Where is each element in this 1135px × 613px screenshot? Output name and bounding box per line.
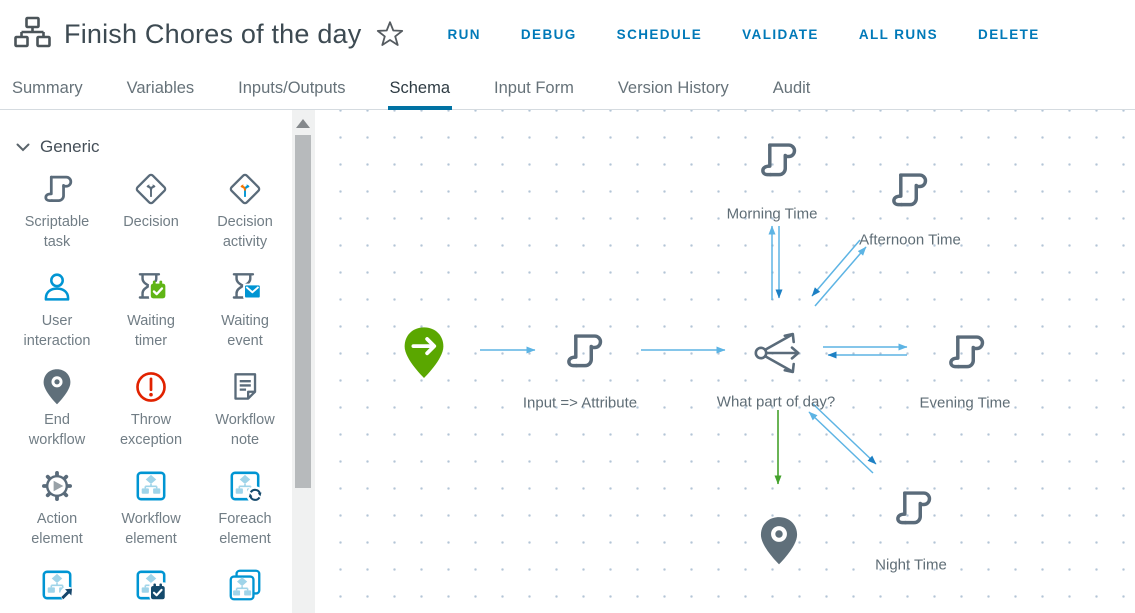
schedule-button[interactable]: SCHEDULE	[616, 26, 703, 42]
run-button[interactable]: RUN	[447, 26, 481, 42]
scrollbar-thumb[interactable]	[295, 135, 311, 488]
tab-schema[interactable]: Schema	[387, 68, 453, 110]
end-workflow-icon	[758, 515, 800, 567]
node-morning-time[interactable]	[753, 134, 801, 186]
decision-icon	[135, 173, 167, 205]
tab-audit[interactable]: Audit	[772, 79, 811, 97]
delete-button[interactable]: DELETE	[978, 26, 1040, 42]
node-input-attribute[interactable]	[559, 325, 607, 377]
chevron-down-icon	[16, 143, 30, 151]
scriptable-task-icon	[753, 134, 801, 186]
start-icon	[402, 326, 447, 381]
scriptable-task-icon	[559, 325, 607, 377]
palette-item-asynchronous-workflow[interactable]	[10, 566, 104, 613]
node-night-time[interactable]	[888, 482, 936, 534]
waiting-event-icon	[232, 273, 262, 300]
asynchronous-workflow-icon	[38, 566, 75, 602]
palette-item-end-workflow[interactable]: End workflow	[10, 368, 104, 467]
tab-input-form[interactable]: Input Form	[494, 79, 574, 97]
page-title: Finish Chores of the day	[64, 18, 362, 49]
waiting-timer-icon	[138, 273, 168, 301]
node-end[interactable]	[758, 515, 800, 567]
foreach-element-icon	[226, 467, 264, 504]
palette-section-generic[interactable]: Generic	[16, 136, 292, 158]
throw-exception-icon	[136, 372, 166, 402]
all-runs-button[interactable]: ALL RUNS	[858, 26, 939, 42]
workflow-note-icon	[234, 373, 257, 400]
validate-button[interactable]: VALIDATE	[742, 26, 819, 42]
edge-afternoon-return[interactable]	[811, 239, 861, 297]
palette-item-workflow-element[interactable]: Workflow element	[104, 467, 198, 566]
workflow-icon	[14, 16, 51, 48]
node-label-input-attribute[interactable]: Input => Attribute	[522, 394, 638, 412]
header: Finish Chores of the day RUN DEBUG SCHED…	[0, 0, 1135, 68]
edge-switch-to-night[interactable]	[811, 402, 877, 465]
element-palette: Generic Scriptable task Decision	[0, 110, 292, 613]
header-actions: RUN DEBUG SCHEDULE VALIDATE ALL RUNS DEL…	[447, 27, 1039, 42]
palette-item-foreach-element[interactable]: Foreach element	[198, 467, 292, 566]
scriptable-task-icon	[38, 170, 76, 208]
palette-scrollbar	[292, 110, 315, 613]
node-what-part-of-day[interactable]	[752, 329, 808, 377]
palette-item-workflow-note[interactable]: Workflow note	[198, 368, 292, 467]
node-label-what-part-of-day[interactable]: What part of day?	[716, 393, 836, 411]
switch-icon	[754, 332, 800, 374]
tab-variables[interactable]: Variables	[126, 79, 195, 97]
favorite-star-icon[interactable]	[375, 19, 405, 49]
palette-item-decision[interactable]: Decision	[104, 170, 198, 269]
node-afternoon-time[interactable]	[884, 164, 932, 216]
nested-workflow-icon	[229, 569, 261, 601]
scrollbar-up-arrow[interactable]	[296, 119, 310, 128]
debug-button[interactable]: DEBUG	[520, 26, 577, 42]
scriptable-task-icon	[888, 482, 936, 534]
palette-grid: Scriptable task Decision Decision acti	[10, 170, 292, 613]
workflow-element-icon	[132, 467, 170, 505]
tab-inputs-outputs[interactable]: Inputs/Outputs	[238, 79, 346, 97]
palette-item-action-element[interactable]: Action element	[10, 467, 104, 566]
end-workflow-icon	[38, 368, 76, 406]
tab-bar: Summary Variables Inputs/Outputs Schema …	[0, 68, 1135, 110]
palette-item-waiting-timer[interactable]: Waiting timer	[104, 269, 198, 368]
schema-canvas[interactable]: Input => Attribute What part of day? Mor…	[315, 110, 1135, 613]
palette-item-user-interaction[interactable]: User interaction	[10, 269, 104, 368]
node-start[interactable]	[402, 326, 447, 381]
palette-item-scriptable-task[interactable]: Scriptable task	[10, 170, 104, 269]
palette-item-waiting-event[interactable]: Waiting event	[198, 269, 292, 368]
edge-switch-to-afternoon[interactable]	[814, 246, 867, 307]
palette-item-schedule-workflow[interactable]	[104, 566, 198, 613]
node-label-afternoon-time[interactable]: Afternoon Time	[859, 231, 961, 249]
node-label-night-time[interactable]: Night Time	[875, 556, 947, 574]
node-label-morning-time[interactable]: Morning Time	[726, 205, 818, 223]
tab-summary[interactable]: Summary	[12, 79, 83, 97]
schedule-workflow-icon	[132, 566, 168, 601]
decision-activity-icon	[229, 173, 261, 205]
tab-version-history[interactable]: Version History	[617, 79, 729, 97]
palette-item-nested-workflow[interactable]	[198, 566, 292, 613]
scriptable-task-icon	[941, 326, 989, 378]
node-label-evening-time[interactable]: Evening Time	[919, 394, 1011, 412]
node-evening-time[interactable]	[941, 326, 989, 378]
user-interaction-icon	[44, 273, 70, 301]
palette-item-throw-exception[interactable]: Throw exception	[104, 368, 198, 467]
palette-item-decision-activity[interactable]: Decision activity	[198, 170, 292, 269]
edge-night-return[interactable]	[808, 411, 874, 474]
workflow-edges	[480, 225, 908, 485]
scriptable-task-icon	[884, 164, 932, 216]
action-element-icon	[42, 471, 72, 501]
